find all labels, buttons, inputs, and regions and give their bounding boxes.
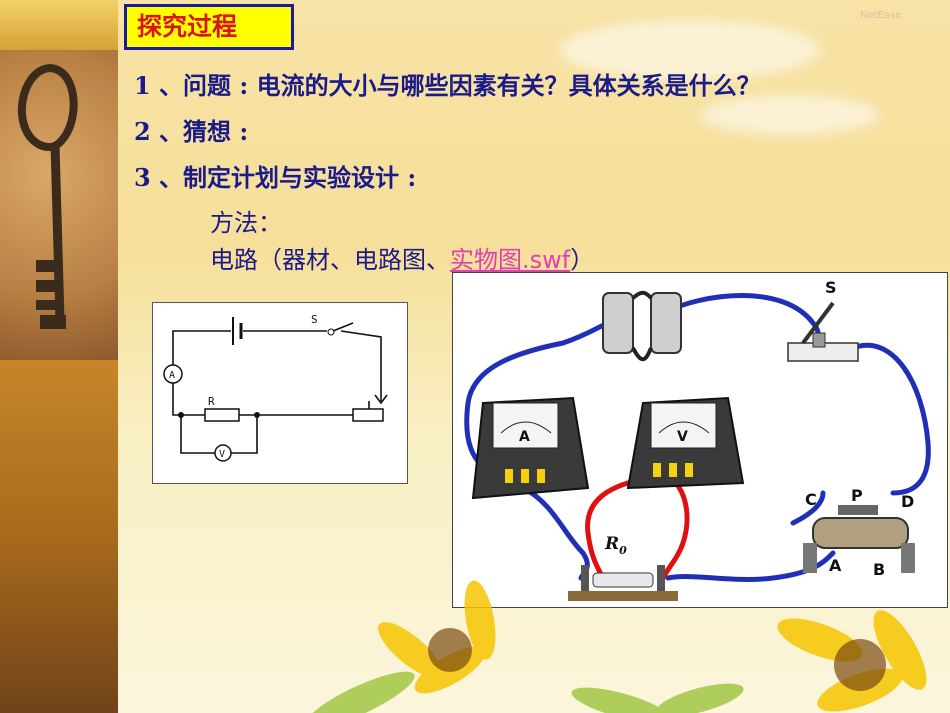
physical-circuit-image: S A V (452, 272, 948, 608)
switch-label: S (311, 313, 318, 326)
voltmeter-label: V (219, 449, 225, 460)
left-decor-top (0, 0, 118, 50)
voltmeter (626, 396, 745, 490)
knife-switch (787, 301, 859, 362)
schematic-drawing: S A R V (163, 313, 388, 462)
method-label: 方法： (210, 209, 282, 237)
physical-circuit-drawing: S A V (464, 278, 931, 601)
circuit-suffix: ） (570, 246, 595, 274)
rheostat (803, 505, 915, 573)
sunflower-decoration (300, 500, 950, 713)
swf-link[interactable]: 实物图.swf (450, 246, 571, 274)
rheostat-d-label: D (901, 492, 914, 511)
ammeter-label: A (169, 370, 175, 381)
netease-logo: NetEase (860, 10, 944, 38)
question-line: 1 、问题 : 电流的大小与哪些因素有关？具体关系是什么？ (134, 71, 761, 100)
sunflower-icon (305, 580, 927, 713)
slide-title: 探究过程 (124, 4, 294, 50)
cloud (700, 95, 880, 135)
photo-switch-label: S (825, 278, 837, 297)
ammeter-face-label: A (519, 429, 530, 445)
battery-pack (602, 290, 682, 362)
photo-resistor-label: R0 (604, 534, 627, 557)
voltmeter-face-label: V (677, 429, 688, 445)
circuit-schematic: S A R V (152, 302, 408, 484)
plan-line: 3 、制定计划与实验设计 : (134, 163, 417, 192)
circuit-line: 电路（器材、电路图、实物图.swf） (210, 240, 594, 275)
key-icon (17, 63, 78, 329)
cloud (560, 20, 820, 80)
resistor-r: R (604, 534, 619, 554)
ammeter (471, 396, 590, 500)
key-image (0, 50, 118, 360)
rheostat-b-label: B (873, 560, 885, 579)
rheostat-c-label: C (805, 490, 817, 509)
rheostat-a-label: A (829, 556, 842, 575)
resistor-sub: 0 (619, 544, 627, 557)
resistor-label: R (208, 395, 215, 408)
hypothesis-line: 2 、猜想 : (134, 117, 249, 146)
resistor-r0 (568, 565, 678, 601)
circuit-prefix: 电路（器材、电路图、 (210, 246, 450, 274)
logo-text: NetEase (860, 10, 902, 21)
rheostat-p-label: P (851, 486, 863, 505)
